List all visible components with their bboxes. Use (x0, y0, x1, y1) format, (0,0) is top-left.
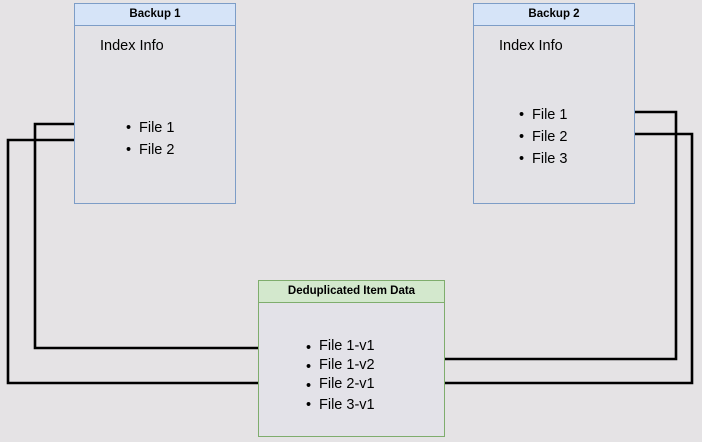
node-backup-2-title: Backup 2 (474, 4, 634, 26)
list-item[interactable]: File 2 (126, 139, 174, 161)
node-backup-2-body: Index Info File 1 File 2 File 3 (474, 26, 634, 203)
list-item[interactable]: File 2-v1 (306, 375, 375, 397)
backup-1-index-info-label: Index Info (100, 38, 164, 54)
node-backup-2[interactable]: Backup 2 Index Info File 1 File 2 File 3 (473, 3, 635, 204)
list-item[interactable]: File 3-v1 (306, 394, 375, 416)
list-item[interactable]: File 1 (519, 104, 567, 126)
node-backup-1-title: Backup 1 (75, 4, 235, 26)
list-item[interactable]: File 3 (519, 148, 567, 170)
backup-1-file-list: File 1 File 2 (126, 117, 174, 161)
backup-2-file-list: File 1 File 2 File 3 (519, 104, 567, 170)
node-deduplicated-item-data-body: File 1-v1 File 1-v2 File 2-v1 File 3-v1 (259, 303, 444, 436)
deduplicated-file-list: File 1-v1 File 1-v2 File 2-v1 File 3-v1 (306, 337, 375, 416)
list-item[interactable]: File 1-v1 (306, 337, 375, 359)
list-item[interactable]: File 1-v2 (306, 356, 375, 378)
backup-2-index-info-label: Index Info (499, 38, 563, 54)
list-item[interactable]: File 1 (126, 117, 174, 139)
node-deduplicated-item-data[interactable]: Deduplicated Item Data File 1-v1 File 1-… (258, 280, 445, 437)
list-item[interactable]: File 2 (519, 126, 567, 148)
node-backup-1[interactable]: Backup 1 Index Info File 1 File 2 (74, 3, 236, 204)
node-deduplicated-item-data-title: Deduplicated Item Data (259, 281, 444, 303)
node-backup-1-body: Index Info File 1 File 2 (75, 26, 235, 203)
